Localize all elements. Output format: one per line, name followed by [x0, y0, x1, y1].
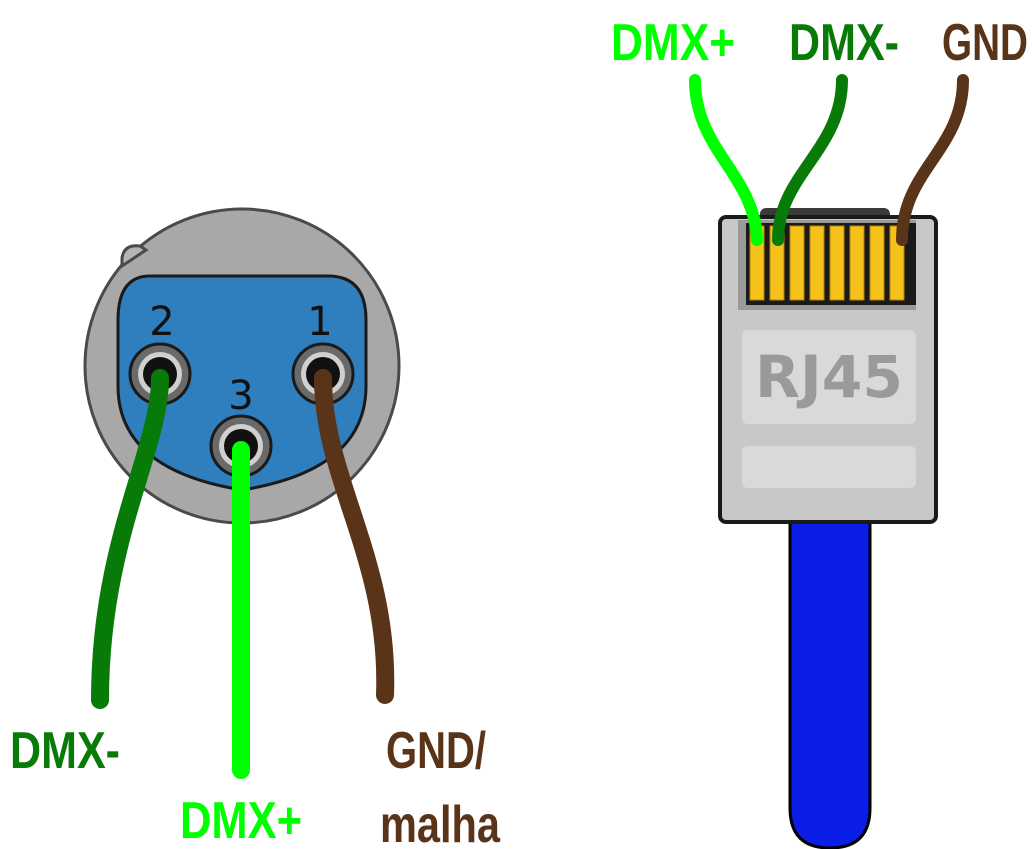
rj45-wire-gnd: [896, 74, 969, 246]
rj45-label-plate: [742, 330, 916, 424]
rj45-contacts: [746, 223, 916, 305]
xlr-label-malha: malha: [380, 796, 501, 849]
xlr-label-dmx-plus: DMX+: [180, 792, 302, 849]
xlr-pin-3-number: 3: [228, 373, 253, 419]
rj45-title: RJ45: [755, 343, 903, 411]
xlr-pin-1-number: 1: [307, 299, 332, 345]
rj45-lower-plate: [742, 446, 916, 488]
xlr-wire-gnd: [314, 369, 395, 704]
xlr-latch: [120, 244, 149, 269]
rj45-plug: RJ45: [718, 208, 938, 524]
rj45-cable: [788, 508, 872, 849]
rj45-wire-dmx-minus: [772, 74, 848, 246]
xlr-label-dmx-minus: DMX-: [10, 722, 120, 780]
xlr-label-gnd: GND/: [386, 722, 486, 780]
rj45-label-dmx-minus: DMX-: [789, 14, 899, 72]
rj45-label-dmx-plus: DMX+: [611, 14, 735, 72]
xlr-pin-2-number: 2: [149, 299, 174, 345]
rj45-label-gnd: GND: [942, 14, 1028, 72]
rj45-wire-dmx-plus: [689, 74, 763, 246]
xlr-wire-dmx-minus: [91, 369, 169, 709]
